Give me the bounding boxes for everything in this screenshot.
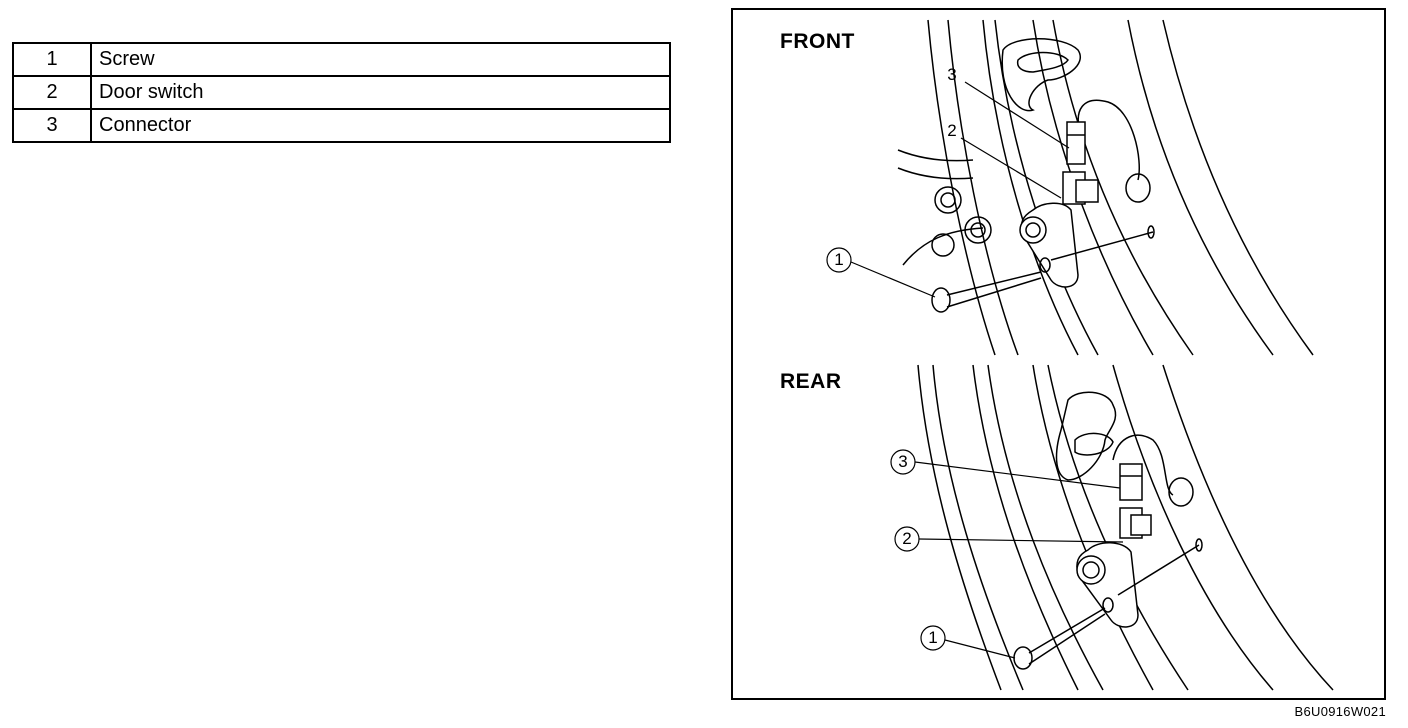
rear-leader-lines	[890, 449, 1124, 659]
front-connector-callout: 3	[947, 65, 957, 84]
parts-legend-table: 1 Screw 2 Door switch 3 Connector	[12, 42, 671, 143]
rear-door-switch	[1076, 507, 1203, 628]
rear-section-label: REAR	[780, 370, 842, 393]
rear-switch-callout: 2	[902, 529, 912, 548]
front-screw	[931, 271, 1042, 313]
front-leader-lines	[826, 81, 1070, 298]
diagram-drawing	[826, 19, 1334, 691]
legend-part-name: Screw	[90, 42, 671, 77]
legend-row: 1 Screw	[12, 42, 671, 77]
front-screw-callout: 1	[834, 250, 844, 269]
rear-wire-and-connector	[1112, 434, 1194, 507]
legend-row: 2 Door switch	[12, 75, 671, 110]
front-wire-and-connector	[1066, 99, 1151, 203]
legend-number: 2	[12, 75, 92, 110]
legend-number: 3	[12, 108, 92, 143]
rear-screw-callout: 1	[928, 628, 938, 647]
door-switch-diagram: FRONT REAR 3 2 1 3 2 1	[731, 8, 1386, 700]
legend-row: 3 Connector	[12, 108, 671, 143]
front-switch-callout: 2	[947, 121, 957, 140]
front-door-switch	[1019, 171, 1155, 288]
rear-door-frame-lines	[917, 364, 1334, 691]
legend-number: 1	[12, 42, 92, 77]
front-section-label: FRONT	[780, 30, 855, 53]
front-striker-plate	[1001, 38, 1081, 112]
legend-part-name: Connector	[90, 108, 671, 143]
figure-code: B6U0916W021	[1294, 704, 1386, 719]
rear-connector-callout: 3	[898, 452, 908, 471]
rear-striker-plate	[1055, 391, 1117, 481]
legend-part-name: Door switch	[90, 75, 671, 110]
front-bumpers	[931, 186, 992, 257]
rear-screw	[1013, 607, 1106, 670]
